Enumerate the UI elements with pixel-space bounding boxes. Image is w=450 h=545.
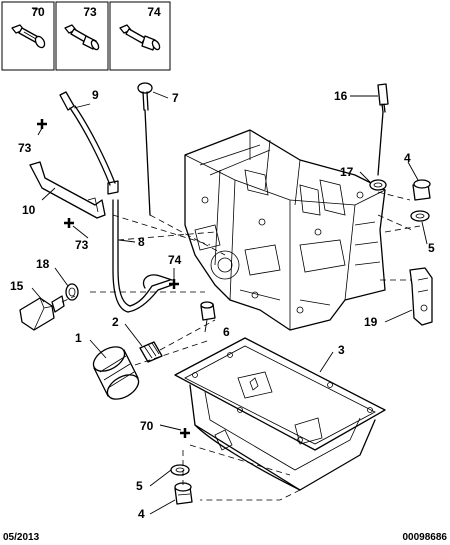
washer-5-lower[interactable] [170,464,190,476]
dipstick-guide-tube-9[interactable] [59,91,119,195]
header-box-70-label: 70 [31,5,45,19]
callout-10: 10 [22,203,36,217]
oil-sump-3[interactable] [174,337,386,491]
bracket-10[interactable] [29,161,106,219]
callout-7: 7 [172,91,179,105]
oil-pickup-pipe-8[interactable] [112,199,173,313]
callout-4-lower: 4 [138,507,145,521]
assembly-lines [61,191,421,501]
plug-17[interactable] [369,179,387,191]
callout-5-lower: 5 [136,479,143,493]
callout-16: 16 [334,89,348,103]
plug-6[interactable] [200,301,216,321]
callout-4-upper: 4 [404,151,411,165]
callout-17: 17 [340,165,354,179]
callout-73-upper: 73 [18,141,32,155]
fastener-marker-70 [180,428,190,438]
bolt-with-washer-icon [11,24,46,49]
drain-plug-4-upper[interactable] [412,179,431,201]
callout-labels: 9 7 73 10 73 8 74 18 15 2 6 1 3 70 5 4 1… [10,88,435,521]
callout-1: 1 [75,331,82,345]
callout-3: 3 [338,343,345,357]
callout-73-lower: 73 [75,238,89,252]
header-box-73-label: 73 [83,5,97,19]
washer-5-upper[interactable] [410,210,430,222]
oil-filter-1[interactable] [89,342,142,404]
dipstick-16[interactable] [377,83,389,176]
header-box-74[interactable]: 74 [109,1,171,71]
callout-15: 15 [10,279,24,293]
header-box-73[interactable]: 73 [55,1,109,71]
callout-19: 19 [364,315,378,329]
callout-5-upper: 5 [428,241,435,255]
callout-70: 70 [140,419,154,433]
engine-block [184,129,386,331]
bolt-with-collar-icon [119,24,161,51]
footer-date: 05/2013 [3,532,40,543]
dipstick-7[interactable] [137,82,153,216]
callout-8: 8 [138,235,145,249]
bracket-19[interactable] [409,267,433,326]
fastener-marker-73-upper [37,119,47,129]
callout-9: 9 [92,88,99,102]
leader-lines [31,8,428,515]
callout-74: 74 [168,253,182,267]
callout-6: 6 [223,325,230,339]
callout-2: 2 [112,315,119,329]
drain-plug-4-lower[interactable] [174,482,193,505]
bolt-with-spacer-icon [64,24,100,51]
header-box-74-label: 74 [147,5,161,19]
header-box-70[interactable]: 70 [1,1,55,71]
filter-adapter-2[interactable] [139,341,163,363]
callout-18: 18 [36,257,50,271]
fastener-marker-73-lower [64,218,74,228]
oil-pressure-switch-15[interactable] [19,295,65,331]
fastener-marker-74 [169,279,179,289]
footer-reference: 00098686 [403,532,448,543]
